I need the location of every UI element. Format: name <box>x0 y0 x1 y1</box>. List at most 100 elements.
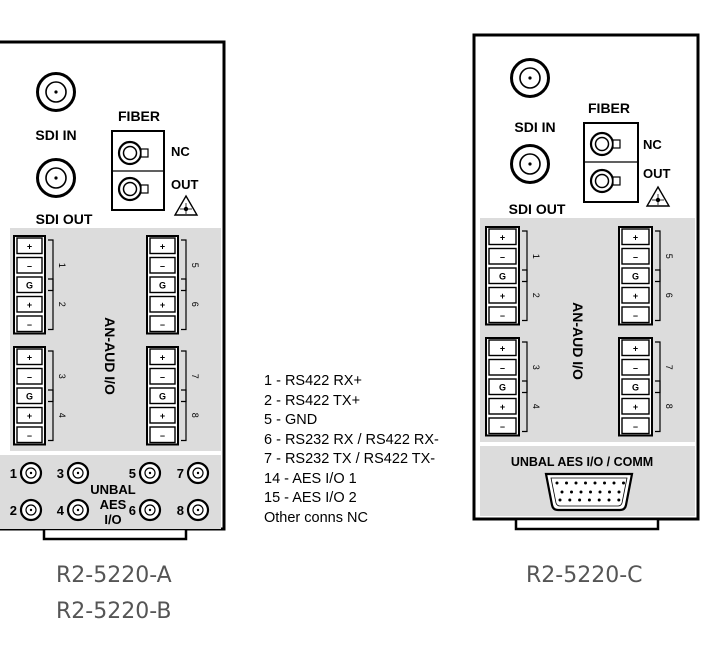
db15-pin <box>607 498 611 502</box>
aes-bnc-number: 4 <box>57 503 65 518</box>
terminal-group-number: 7 <box>664 365 674 370</box>
aes-bnc <box>138 461 162 485</box>
comm-pinout-list: 1 - RS422 RX+ 2 - RS422 TX+ 5 - GND 6 - … <box>264 372 439 528</box>
terminal-pin-label: G <box>499 271 506 281</box>
terminal-pin-label: – <box>27 372 32 382</box>
terminal-pin-label: + <box>500 402 505 412</box>
terminal-group-number: 6 <box>664 293 674 298</box>
terminal-pin-label: + <box>27 352 32 362</box>
aes-bnc-number: 6 <box>129 503 136 518</box>
terminal-pin-label: + <box>633 232 638 242</box>
sdi-in-label: SDI IN <box>514 119 555 135</box>
left-rear-panel: SDI IN SDI OUT FIBER NC OUT +–G+–12+–G+–… <box>0 40 226 541</box>
aes-bnc <box>66 461 90 485</box>
fiber-out-label: OUT <box>171 177 199 192</box>
terminal-group-number: 2 <box>57 302 67 307</box>
db15-pin <box>589 490 592 494</box>
terminal-group-number: 5 <box>664 254 674 259</box>
db15-pin <box>603 481 606 485</box>
db15-pin <box>574 481 578 485</box>
aes-bnc <box>19 461 43 485</box>
db15-pin <box>622 481 625 485</box>
terminal-pin-label: – <box>160 430 165 440</box>
right-model-name: R2-5220-C <box>526 563 643 588</box>
aes-bnc <box>186 461 210 485</box>
db15-pin <box>570 490 573 494</box>
aes-bnc-number: 2 <box>10 503 17 518</box>
terminal-pin-label: – <box>160 319 165 329</box>
terminal-group-number: 7 <box>190 374 200 379</box>
right-rear-panel: SDI IN SDI OUT FIBER NC OUT +–G+–12+–G+–… <box>472 33 700 531</box>
terminal-block: +–G+–78 <box>618 337 674 437</box>
terminal-group-number: 2 <box>531 293 541 298</box>
db15-pin <box>579 490 583 494</box>
db15-pin <box>617 498 621 502</box>
terminal-block: +–G+–34 <box>13 346 67 446</box>
aes-label: AES <box>100 497 127 512</box>
pinout-line: Other conns NC <box>264 509 368 526</box>
terminal-pin-label: + <box>633 343 638 353</box>
db15-pin <box>568 498 572 502</box>
db15-pin <box>578 498 582 502</box>
aes-bnc-number: 1 <box>10 466 17 481</box>
db15-connector <box>544 472 634 512</box>
terminal-pin-label: + <box>160 411 165 421</box>
aes-bnc-number: 7 <box>177 466 184 481</box>
terminal-pin-label: – <box>27 261 32 271</box>
aes-bnc-number: 8 <box>177 503 184 518</box>
aes-bnc <box>66 498 90 522</box>
comm-label: UNBAL AES I/O / COMM <box>511 455 653 469</box>
terminal-pin-label: + <box>500 343 505 353</box>
terminal-pin-label: G <box>499 382 506 392</box>
terminal-pin-label: + <box>27 241 32 251</box>
terminal-pin-label: + <box>27 300 32 310</box>
fiber-label: FIBER <box>118 108 160 124</box>
terminal-pin-label: – <box>633 310 638 320</box>
sdi-in-bnc <box>510 58 550 98</box>
sdi-out-bnc <box>510 144 550 184</box>
terminal-pin-label: – <box>500 310 505 320</box>
db15-pin <box>584 481 587 485</box>
db15-pin <box>608 490 611 494</box>
db15-pin <box>587 498 591 502</box>
db15-pin <box>612 481 616 485</box>
left-model-names: R2-5220-A R2-5220-B <box>56 558 172 630</box>
fiber-out-label: OUT <box>643 166 671 181</box>
terminal-block: +–G+–12 <box>13 235 67 335</box>
right-terminal-title: AN-AUD I/O <box>570 302 586 380</box>
db15-pin <box>565 481 568 485</box>
aes-bnc <box>19 498 43 522</box>
model-name-b: R2-5220-B <box>56 599 172 624</box>
right-terminal-blocks: +–G+–12+–G+–56+–G+–34+–G+–78 <box>485 226 674 437</box>
terminal-pin-label: + <box>500 291 505 301</box>
terminal-group-number: 1 <box>531 254 541 259</box>
model-name-a: R2-5220-A <box>56 563 172 588</box>
left-terminal-title: AN-AUD I/O <box>102 317 118 395</box>
terminal-pin-label: + <box>160 352 165 362</box>
db15-pin <box>598 490 602 494</box>
pinout-line: 1 - RS422 RX+ <box>264 373 362 389</box>
terminal-pin-label: – <box>500 363 505 373</box>
terminal-block: +–G+–78 <box>146 346 200 446</box>
sdi-out-bnc <box>36 158 76 198</box>
terminal-pin-label: + <box>633 402 638 412</box>
terminal-group-number: 4 <box>57 413 67 418</box>
db15-pin <box>560 490 564 494</box>
terminal-pin-label: – <box>633 252 638 262</box>
db15-pin <box>593 481 597 485</box>
terminal-pin-label: – <box>27 319 32 329</box>
pinout-line: 2 - RS422 TX+ <box>264 392 361 409</box>
terminal-pin-label: + <box>27 411 32 421</box>
fiber-nc-label: NC <box>171 144 190 159</box>
aes-bnc <box>186 498 210 522</box>
db15-pin <box>617 490 621 494</box>
sdi-in-label: SDI IN <box>35 127 76 143</box>
fiber-label: FIBER <box>588 100 630 116</box>
terminal-pin-label: – <box>500 421 505 431</box>
fiber-nc-label: NC <box>643 137 662 152</box>
terminal-pin-label: G <box>159 391 166 401</box>
terminal-pin-label: G <box>26 391 33 401</box>
terminal-group-number: 5 <box>190 263 200 268</box>
